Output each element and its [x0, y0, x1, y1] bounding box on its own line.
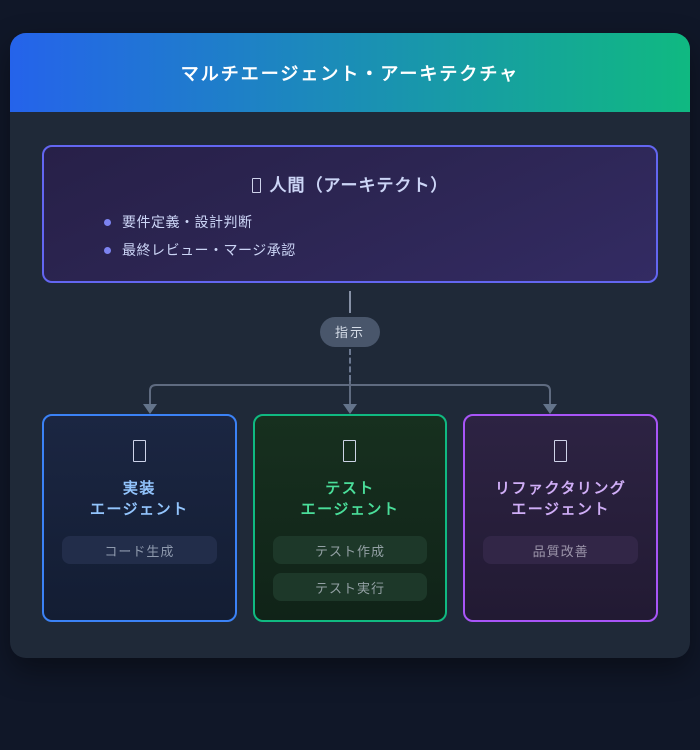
instruction-badge: 指示 — [319, 317, 380, 347]
agent-task-list: 品質改善 — [483, 536, 638, 564]
person-emoji-tofu-icon — [251, 178, 261, 193]
agent-node-refactoring: リファクタリング エージェント 品質改善 — [463, 414, 658, 622]
robot-emoji-tofu-icon — [554, 440, 568, 462]
human-responsibility-list: 要件定義・設計判断 最終レビュー・マージ承認 — [62, 208, 638, 264]
human-node-title-text: 人間（アーキテクト） — [269, 176, 449, 195]
task-pill: テスト作成 — [272, 536, 428, 564]
architecture-diagram-card: マルチエージェント・アーキテクチャ 人間（アーキテクト） 要件定義・設計判断 最… — [10, 33, 690, 658]
connector: 指示 — [42, 283, 658, 381]
list-item: 要件定義・設計判断 — [104, 208, 638, 236]
human-node-title: 人間（アーキテクト） — [62, 171, 638, 196]
branch-arrows — [143, 381, 557, 414]
robot-emoji-tofu-icon — [132, 440, 146, 462]
arrowhead-center-icon — [343, 404, 357, 414]
task-pill: コード生成 — [62, 536, 217, 564]
arrowhead-left-icon — [143, 404, 157, 414]
agent-name: テスト エージェント — [300, 480, 400, 518]
agent-task-list: テスト作成 テスト実行 — [272, 536, 428, 601]
diagram-body: 人間（アーキテクト） 要件定義・設計判断 最終レビュー・マージ承認 指示 — [10, 112, 690, 622]
connector-line-dashed — [349, 349, 351, 381]
connector-line-solid — [349, 291, 351, 313]
task-pill: テスト実行 — [272, 573, 428, 601]
agent-name: リファクタリング エージェント — [494, 480, 627, 518]
list-item: 最終レビュー・マージ承認 — [104, 236, 638, 264]
agent-node-test: テスト エージェント テスト作成 テスト実行 — [252, 414, 448, 622]
agent-name: 実装 エージェント — [89, 480, 189, 518]
agent-grid: 実装 エージェント コード生成 テスト エージェント テスト作成 テスト実行 — [42, 414, 658, 622]
page-title: マルチエージェント・アーキテクチャ — [180, 63, 520, 84]
agent-task-list: コード生成 — [62, 536, 217, 564]
arrowhead-right-icon — [543, 404, 557, 414]
robot-emoji-tofu-icon — [343, 440, 357, 462]
human-architect-node: 人間（アーキテクト） 要件定義・設計判断 最終レビュー・マージ承認 — [42, 145, 658, 283]
diagram-header: マルチエージェント・アーキテクチャ — [10, 33, 690, 112]
agent-node-implementation: 実装 エージェント コード生成 — [42, 414, 237, 622]
task-pill: 品質改善 — [483, 536, 638, 564]
